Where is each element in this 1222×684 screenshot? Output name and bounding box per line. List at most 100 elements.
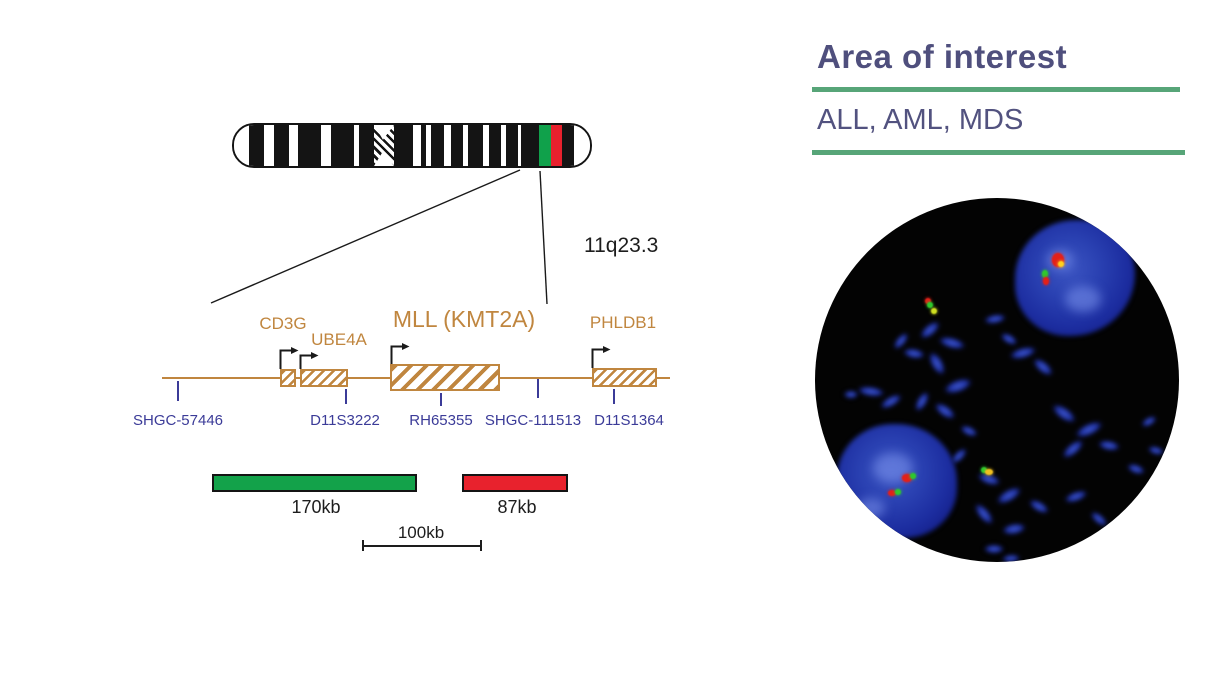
metaphase-chromosome-blob bbox=[1047, 399, 1081, 427]
panel-subtitle: ALL, AML, MDS bbox=[817, 104, 1024, 136]
scale-bar bbox=[362, 540, 482, 552]
metaphase-chromosome-blob bbox=[1096, 437, 1122, 453]
metaphase-chromosome-blob bbox=[930, 398, 960, 424]
metaphase-chromosome-blob bbox=[1058, 435, 1088, 463]
chromosome-11-ideogram bbox=[232, 123, 592, 168]
gene-box-ube4a bbox=[300, 369, 348, 387]
fish-probe-signal bbox=[1043, 277, 1049, 285]
ideogram-band bbox=[264, 125, 274, 166]
gene-label-ube4a: UBE4A bbox=[311, 330, 367, 349]
ideogram-band bbox=[539, 125, 551, 166]
metaphase-chromosome-blob bbox=[855, 383, 887, 399]
ideogram-band bbox=[468, 125, 483, 166]
ideogram-band bbox=[483, 125, 489, 166]
fish-probe-signal bbox=[1042, 270, 1048, 278]
green-probe-bar bbox=[212, 474, 417, 492]
marker-label: SHGC-111513 bbox=[484, 412, 582, 429]
fish-microscopy-image bbox=[815, 198, 1179, 562]
cytoband-label: 11q23.3 bbox=[584, 234, 659, 257]
fish-probe-signal bbox=[910, 473, 916, 479]
transcription-start-arrow-icon bbox=[390, 343, 412, 364]
ideogram-band bbox=[444, 125, 451, 166]
panel-title: Area of interest bbox=[817, 38, 1068, 75]
fish-probe-signal bbox=[888, 490, 896, 496]
marker-label: SHGC-57446 bbox=[132, 412, 224, 429]
ideogram-band bbox=[451, 125, 463, 166]
ideogram-band bbox=[359, 125, 374, 166]
red-probe-bar bbox=[462, 474, 568, 492]
metaphase-chromosome-blob bbox=[970, 499, 998, 529]
metaphase-chromosome-blob bbox=[1000, 520, 1028, 538]
centromere-band bbox=[374, 125, 394, 166]
metaphase-chromosome-blob bbox=[935, 333, 969, 353]
divider-bottom bbox=[812, 150, 1185, 155]
scale-bar-right-tick bbox=[480, 540, 482, 551]
metaphase-chromosome-blob bbox=[1087, 508, 1111, 530]
marker-label: D11S3222 bbox=[310, 412, 380, 429]
fish-probe-signal bbox=[925, 298, 931, 304]
transcription-start-arrow-icon bbox=[279, 347, 301, 369]
ideogram-band bbox=[562, 125, 574, 166]
ideogram-band bbox=[289, 125, 298, 166]
fish-probe-signal bbox=[931, 308, 937, 314]
metaphase-chromosome-blob bbox=[924, 347, 950, 379]
ideogram-band bbox=[489, 125, 501, 166]
metaphase-chromosome-blob bbox=[997, 329, 1021, 349]
gene-label-phldb1: PHLDB1 bbox=[589, 313, 657, 332]
ideogram-band bbox=[501, 125, 506, 166]
metaphase-chromosome-blob bbox=[1061, 486, 1091, 506]
interphase-nucleus bbox=[1015, 220, 1135, 336]
ideogram-band bbox=[413, 125, 421, 166]
ideogram-band bbox=[234, 125, 249, 166]
metaphase-chromosome-blob bbox=[1124, 460, 1148, 478]
ideogram-band bbox=[394, 125, 413, 166]
ideogram-band bbox=[551, 125, 562, 166]
fish-probe-signal bbox=[985, 469, 993, 475]
nucleus-bright-patch bbox=[857, 498, 885, 518]
ideogram-band bbox=[574, 125, 590, 166]
fish-probe-signal bbox=[981, 467, 987, 473]
metaphase-chromosome-blob bbox=[982, 311, 1008, 327]
ideogram-band bbox=[521, 125, 539, 166]
transcription-start-arrow-icon bbox=[299, 352, 321, 369]
metaphase-chromosome-blob bbox=[843, 389, 859, 399]
ideogram-band bbox=[518, 125, 521, 166]
marker-tick bbox=[440, 393, 442, 406]
metaphase-chromosome-blob bbox=[1029, 354, 1057, 380]
marker-tick bbox=[177, 381, 179, 401]
gene-box-cd3g bbox=[280, 369, 296, 387]
ideogram-band bbox=[274, 125, 289, 166]
ideogram-band bbox=[331, 125, 354, 166]
metaphase-chromosome-blob bbox=[1138, 412, 1160, 430]
gene-box-phldb1 bbox=[592, 368, 657, 387]
metaphase-chromosome-blob bbox=[940, 373, 976, 399]
ideogram-band bbox=[426, 125, 431, 166]
ideogram-band bbox=[431, 125, 444, 166]
metaphase-chromosome-blob bbox=[957, 422, 981, 440]
divider-top bbox=[812, 87, 1180, 92]
metaphase-chromosome-blob bbox=[911, 387, 933, 415]
fish-probe-signal bbox=[902, 474, 912, 482]
fish-probe-signal bbox=[927, 302, 933, 308]
ideogram-band bbox=[321, 125, 331, 166]
marker-label: D11S1364 bbox=[594, 412, 664, 429]
fish-probe-signal bbox=[1058, 261, 1064, 267]
marker-tick bbox=[345, 389, 347, 404]
gene-label-mll: MLL (KMT2A) bbox=[392, 306, 536, 332]
ideogram-band bbox=[354, 125, 359, 166]
metaphase-chromosome-blob bbox=[1000, 552, 1022, 562]
metaphase-chromosome-blob bbox=[1146, 443, 1166, 457]
ideogram-band bbox=[506, 125, 518, 166]
ideogram-band bbox=[298, 125, 321, 166]
ideogram-band bbox=[463, 125, 468, 166]
fish-probe-signal bbox=[895, 489, 901, 495]
nucleus-bright-patch bbox=[1065, 286, 1101, 312]
marker-tick bbox=[613, 389, 615, 404]
metaphase-chromosome-blob bbox=[947, 444, 971, 468]
gene-box-mll bbox=[390, 364, 500, 391]
probe-size-label: 170kb bbox=[291, 497, 341, 517]
metaphase-chromosome-blob bbox=[983, 544, 1005, 554]
probe-size-label: 87kb bbox=[497, 497, 537, 517]
scale-bar-line bbox=[362, 545, 482, 547]
ideogram-band bbox=[421, 125, 426, 166]
